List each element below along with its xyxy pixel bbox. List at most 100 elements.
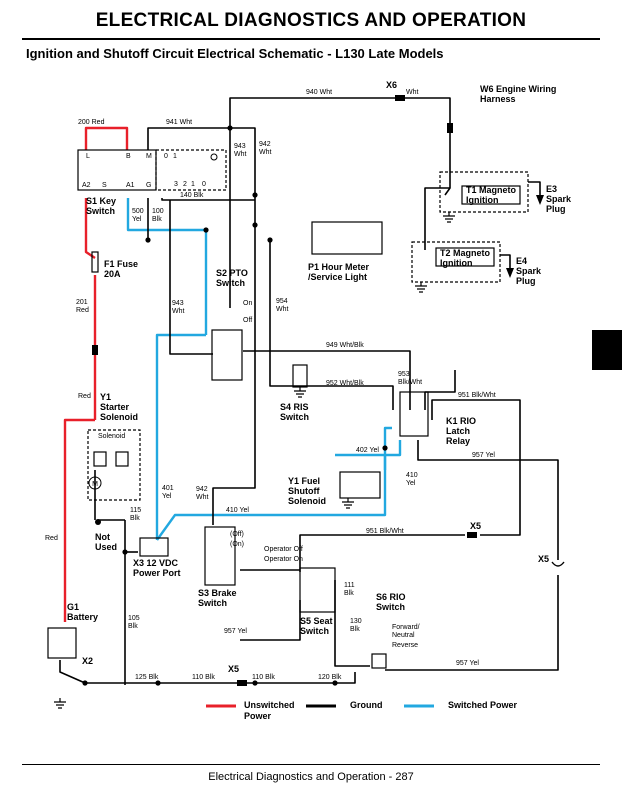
e3-spark-plug-label-line-2: Spark: [546, 194, 572, 204]
key-position-3: 2: [183, 181, 187, 188]
x2-connector-label: X2: [82, 656, 93, 666]
wire-label-111-line-1: 111: [344, 582, 355, 589]
wire-label-957-brake: 957 Yel: [224, 628, 247, 635]
wire-label-941: 941 Wht: [166, 119, 192, 126]
pto-switch-s2-box: [211, 329, 243, 381]
brake-on-label: (On): [230, 541, 244, 548]
solenoid-coil-2: [115, 451, 129, 467]
wire-label-942-line-1: 942: [196, 486, 208, 493]
wire-label-201-line-1: 201: [76, 299, 88, 306]
wire-label-410: 410 Yel: [226, 507, 249, 514]
junction-dot: [82, 680, 88, 686]
key-position-5: 0: [202, 181, 206, 188]
x5-connector-icon: [467, 532, 477, 538]
x3-power-port-label-line-2: Power Port: [133, 568, 181, 578]
seat-on-label: Operator On: [264, 556, 303, 563]
wire-label-951-bottom: 951 Blk/Wht: [366, 528, 404, 535]
w6-harness-label-line-1: W6 Engine Wiring: [480, 84, 556, 94]
legend-label-1: Ground: [350, 700, 383, 710]
s1-key-switch-label-line-2: Switch: [86, 206, 115, 216]
wire-label-954-line-1: 954: [276, 298, 288, 305]
title-divider: [22, 38, 600, 40]
y1-fuel-solenoid-label-line-1: Y1 Fuel: [288, 476, 320, 486]
junction-dot: [332, 680, 338, 686]
wire-t1-to-e3: [528, 181, 541, 195]
legend-label-0-line-2: Power: [244, 711, 272, 721]
junction-dot: [122, 549, 128, 555]
wire-label-201-line-2: Red: [76, 307, 89, 314]
wire-label-500-line-2: Yel: [132, 216, 142, 223]
key-terminal-A2: A2: [82, 182, 91, 189]
p1-hour-meter-label-line-2: /Service Light: [308, 272, 367, 282]
ris-switch-s4-box: [292, 364, 308, 388]
section-tab[interactable]: [592, 330, 622, 370]
wire-953-blk-wht: [424, 370, 456, 410]
wire-label-953-line-1: 953: [398, 371, 410, 378]
junction-dot: [267, 237, 273, 243]
starter-motor-icon: [88, 476, 102, 490]
y1-starter-solenoid-label-line-3: Solenoid: [100, 412, 138, 422]
wire-label-125: 125 Blk: [135, 674, 159, 681]
wire-402-yel: [335, 440, 402, 457]
t1-magneto-label-line-1: T1 Magneto: [466, 185, 517, 195]
hour-meter-p1-box: [311, 221, 383, 255]
rio-reverse-label: Reverse: [392, 642, 418, 649]
wire-label-115-line-2: Blk: [130, 515, 140, 522]
starter-solenoid-box: [87, 429, 141, 501]
t2-magneto-label-line-1: T2 Magneto: [440, 248, 491, 258]
wire-w6-to-t2: [424, 187, 450, 250]
key-position-4: 1: [191, 181, 195, 188]
legend-label-0-line-1: Unswitched: [244, 700, 295, 710]
y1-starter-solenoid-label-line-1: Y1: [100, 392, 111, 402]
magneto-t1-inner: [461, 185, 521, 205]
x6-connector-label: X6: [386, 80, 397, 90]
spark-plug-e3-icon: [536, 195, 544, 205]
s2-pto-switch-label-line-2: Switch: [216, 278, 245, 288]
pto-off-label: Off: [243, 317, 252, 324]
wire-label-940-wht: Wht: [406, 89, 419, 96]
wire-140-blk: [161, 198, 255, 201]
p1-hour-meter-label-line-1: P1 Hour Meter: [308, 262, 370, 272]
junction-dot: [252, 192, 258, 198]
wire-label-130-line-1: 130: [350, 618, 362, 625]
rio-switch-s6-box: [371, 653, 387, 669]
brake-switch-s3-box: [204, 526, 236, 586]
e4-spark-plug-label-line-3: Plug: [516, 276, 536, 286]
magneto-t2-box: [411, 241, 501, 283]
rio-forward-label: Forward/: [392, 624, 420, 631]
wire-957-yel-brake: [240, 600, 301, 641]
wire-label-943-top-line-1: 943: [234, 143, 246, 150]
k1-rio-relay-label-line-2: Latch: [446, 426, 470, 436]
key-position-1: 1: [173, 153, 177, 160]
junction-dot: [145, 237, 151, 243]
key-icon: [210, 153, 218, 161]
key-terminal-S: S: [102, 182, 107, 189]
wire-blue-to-relay: [383, 426, 392, 448]
magneto-t2-inner: [435, 247, 495, 267]
seat-off-label: Operator Off: [264, 546, 303, 553]
g1-battery-label-line-2: Battery: [67, 612, 98, 622]
wire-label-957-top: 957 Yel: [472, 452, 495, 459]
wire-label-949: 949 Wht/Blk: [326, 342, 364, 349]
wire-label-200: 200 Red: [78, 119, 105, 126]
wire-label-953-line-2: Blk/Wht: [398, 379, 422, 386]
key-position-2: 3: [174, 181, 178, 188]
rio-relay-k1-box: [399, 391, 429, 437]
junction-dot: [382, 445, 388, 451]
x6-connector-icon: [395, 95, 405, 101]
x5-connector-label-bottom: X5: [228, 664, 239, 674]
wire-label-943-line-2: Wht: [172, 308, 185, 315]
k1-rio-relay-label-line-3: Relay: [446, 436, 470, 446]
battery-g1-box: [47, 627, 77, 659]
solenoid-terminals-placeholder: Solenoid: [98, 433, 125, 440]
magneto-t1-box: [439, 171, 529, 213]
wire-label-954-line-2: Wht: [276, 306, 289, 313]
t2-magneto-label-line-2: Ignition: [440, 258, 473, 268]
x5-connector-label-right: X5: [538, 554, 549, 564]
wire-942-wht: [212, 225, 256, 525]
seat-switch-s5-box: [299, 567, 336, 613]
x5-connector-right-icon: [551, 561, 565, 567]
wire-label-401-line-2: Yel: [162, 493, 172, 500]
junction-dot: [252, 680, 258, 686]
